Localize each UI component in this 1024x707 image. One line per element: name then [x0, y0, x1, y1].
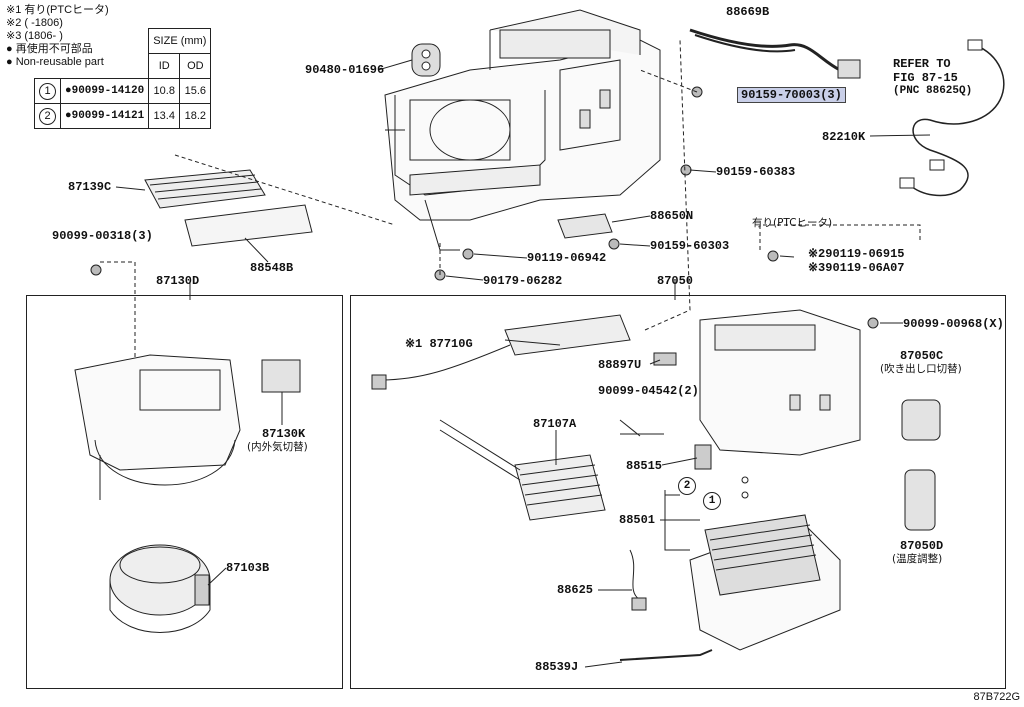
- part-label-290119-06915[interactable]: ※290119-06915: [808, 247, 905, 261]
- part-label-87107a[interactable]: 87107A: [533, 417, 577, 431]
- part-label-88539j[interactable]: 88539J: [535, 660, 579, 674]
- note-post1806: ※3 (1806- ): [6, 30, 63, 42]
- callout-number: 2: [683, 480, 691, 492]
- part-label-90159-70003-highlighted[interactable]: 90159-70003(3): [737, 87, 846, 103]
- refer-pnc-label: (PNC 88625Q): [893, 85, 973, 97]
- part-label-88515[interactable]: 88515: [626, 459, 663, 473]
- inner-diameter: 13.4: [148, 103, 181, 129]
- part-label-87050d[interactable]: 87050D: [900, 539, 944, 553]
- size-header: SIZE (mm): [148, 28, 212, 54]
- part-label-90119-06942[interactable]: 90119-06942: [527, 251, 607, 265]
- part-label-88625[interactable]: 88625: [557, 583, 594, 597]
- part-label-87050[interactable]: 87050: [657, 274, 694, 288]
- part-number[interactable]: ●90099-14121: [59, 103, 150, 129]
- screw-illustrations: [90, 86, 879, 329]
- size-table: SIZE (mm) ID OD 1 ●90099-14120 10.8 15.6…: [34, 28, 212, 129]
- part-label-90099-00318[interactable]: 90099-00318(3): [52, 229, 153, 243]
- col-od: OD: [179, 53, 212, 79]
- part-label-82210k[interactable]: 82210K: [822, 130, 866, 144]
- ptc-heater-note: 有り(PTCヒータ): [752, 217, 833, 229]
- part-label-88669b[interactable]: 88669B: [726, 5, 770, 19]
- part-label-90480-01696[interactable]: 90480-01696: [305, 63, 385, 77]
- refer-fig-label[interactable]: FIG 87-15: [893, 71, 958, 85]
- note-ptc: ※1 有り(PTCヒータ): [6, 4, 109, 16]
- callout-circle-1: 1: [703, 492, 721, 510]
- part-label-87710g[interactable]: ※1 87710G: [405, 337, 473, 351]
- part-label-87139c[interactable]: 87139C: [68, 180, 112, 194]
- row-number: 1: [39, 82, 56, 100]
- part-label-88501[interactable]: 88501: [619, 513, 656, 527]
- part-label-88897u[interactable]: 88897U: [598, 358, 642, 372]
- part-label-90099-00968[interactable]: 90099-00968(X): [903, 317, 1004, 331]
- part-label-90159-60303[interactable]: 90159-60303: [650, 239, 730, 253]
- part-sublabel-87050c: (吹き出し口切替): [880, 363, 962, 375]
- part-label-90159-60383[interactable]: 90159-60383: [716, 165, 796, 179]
- part-label-87130d[interactable]: 87130D: [156, 274, 200, 288]
- part-number[interactable]: ●90099-14120: [59, 78, 150, 104]
- note-nonreusable-jp: ● 再使用不可部品: [6, 43, 93, 55]
- part-label-88548b[interactable]: 88548B: [250, 261, 294, 275]
- part-label-87103b[interactable]: 87103B: [226, 561, 270, 575]
- notes-block: ※1 有り(PTCヒータ) ※2 ( -1806) ※3 (1806- ) ● …: [6, 4, 109, 69]
- part-sublabel-87130k: (内外気切替): [247, 441, 308, 453]
- callout-number: 1: [708, 495, 716, 507]
- part-label-90179-06282[interactable]: 90179-06282: [483, 274, 563, 288]
- heater-unit-group-frame: [350, 295, 1006, 689]
- callout-circle-2: 2: [678, 477, 696, 495]
- heater-unit-illustration: [699, 309, 861, 456]
- evaporator-illustration: [689, 514, 841, 651]
- figure-code: 87B722G: [973, 691, 1020, 703]
- refer-to-label: REFER TO: [893, 57, 951, 71]
- heater-core-illustration: [439, 419, 606, 521]
- grommet-illustration: [411, 43, 441, 77]
- note-pre1806: ※2 ( -1806): [6, 17, 63, 29]
- part-label-390119-06a07[interactable]: ※390119-06A07: [808, 261, 905, 275]
- part-label-87050c[interactable]: 87050C: [900, 349, 944, 363]
- part-sublabel-87050d: (温度調整): [892, 553, 943, 565]
- blower-case-illustration: [74, 354, 241, 500]
- blower-motor-illustration: [109, 544, 211, 633]
- part-label-87130k[interactable]: 87130K: [262, 427, 306, 441]
- table-row: 2 ●90099-14121 13.4 18.2: [34, 103, 212, 129]
- part-label-88650n[interactable]: 88650N: [650, 209, 694, 223]
- blower-group-frame: [26, 295, 343, 689]
- row-number: 2: [39, 107, 56, 125]
- ptc-heater-illustration: [371, 314, 631, 390]
- ac-unit-housing-illustration: [384, 9, 661, 251]
- outer-diameter: 18.2: [179, 103, 212, 129]
- outer-diameter: 15.6: [179, 78, 212, 104]
- note-nonreusable-en: ● Non-reusable part: [6, 56, 104, 68]
- part-label-90099-04542[interactable]: 90099-04542(2): [598, 384, 699, 398]
